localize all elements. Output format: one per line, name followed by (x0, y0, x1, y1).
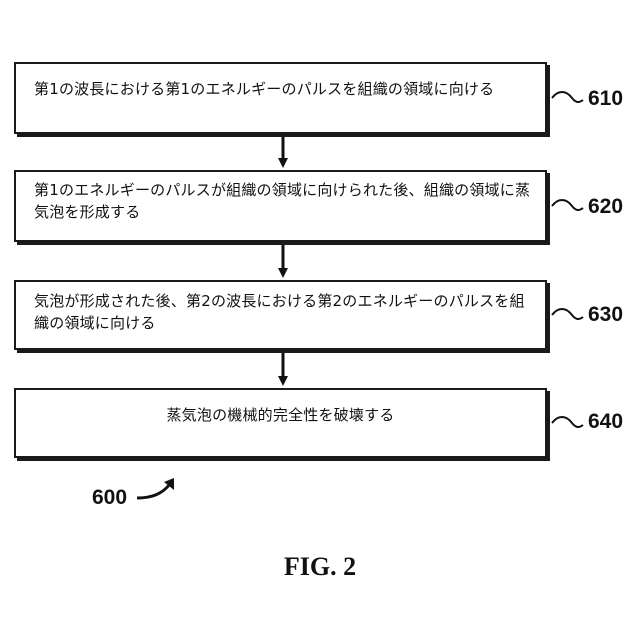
figure-ref-label: 600 (92, 486, 127, 510)
leader-610 (552, 92, 583, 102)
ref-label-620: 620 (588, 195, 623, 219)
ref-label-630: 630 (588, 303, 623, 327)
ref-label-610: 610 (588, 87, 623, 111)
leader-640 (552, 417, 583, 427)
leader-620 (552, 200, 583, 210)
curved-arrow-icon (137, 478, 174, 498)
ref-label-640: 640 (588, 410, 623, 434)
leader-630 (552, 309, 583, 319)
figure-caption: FIG. 2 (0, 552, 640, 582)
